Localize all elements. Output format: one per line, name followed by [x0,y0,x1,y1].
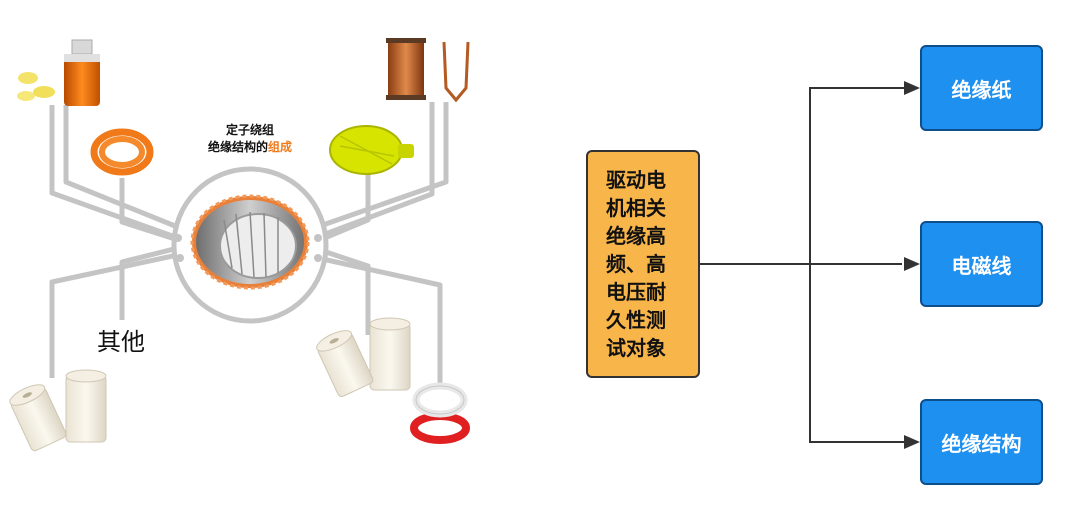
insulating-varnish-bottle [17,39,100,106]
red-white-wire-coil [410,382,470,444]
yellow-thread-spool [329,125,414,175]
test-object-label: 驱动电机相关绝缘高频、高电压耐久性测试对象 [606,168,666,360]
stator-title-highlight: 组成 [268,140,293,154]
other-label: 其他 [97,328,145,356]
left-connectors [49,102,449,385]
target-insulation-structure: 绝缘结构 [920,399,1043,485]
connector-wire-coil [317,255,443,385]
connector-varnish [49,105,179,241]
target-label: 电磁线 [951,253,1012,278]
orange-cable-coil [90,128,154,176]
test-object-box: 驱动电机相关绝缘高频、高电压耐久性测试对象 [586,150,700,378]
connector-varnish-2 [63,105,181,231]
connector-paper-right [319,247,371,335]
stator-title-prefix: 绝缘结构的 [207,140,268,154]
stator-core [171,166,329,324]
connector-cable [119,178,179,243]
connector-other [119,245,179,320]
connector-paper-left [49,251,183,378]
target-magnet-wire: 电磁线 [920,221,1043,307]
target-insulation-paper: 绝缘纸 [920,45,1043,131]
connector-copper [319,102,449,229]
target-label: 绝缘纸 [951,77,1012,102]
stator-title: 定子绕组 绝缘结构的组成 [190,122,310,156]
target-label: 绝缘结构 [941,431,1022,456]
insulation-paper-rolls-right [316,317,411,398]
flow-arrowheads [904,81,920,449]
stator-title-line2: 绝缘结构的组成 [190,139,310,156]
copper-magnet-wire-spool [386,38,470,103]
connector-thread [319,172,371,243]
stator-title-line1: 定子绕组 [225,123,274,137]
insulation-paper-rolls-left [9,369,107,452]
flow-connectors [700,87,904,443]
